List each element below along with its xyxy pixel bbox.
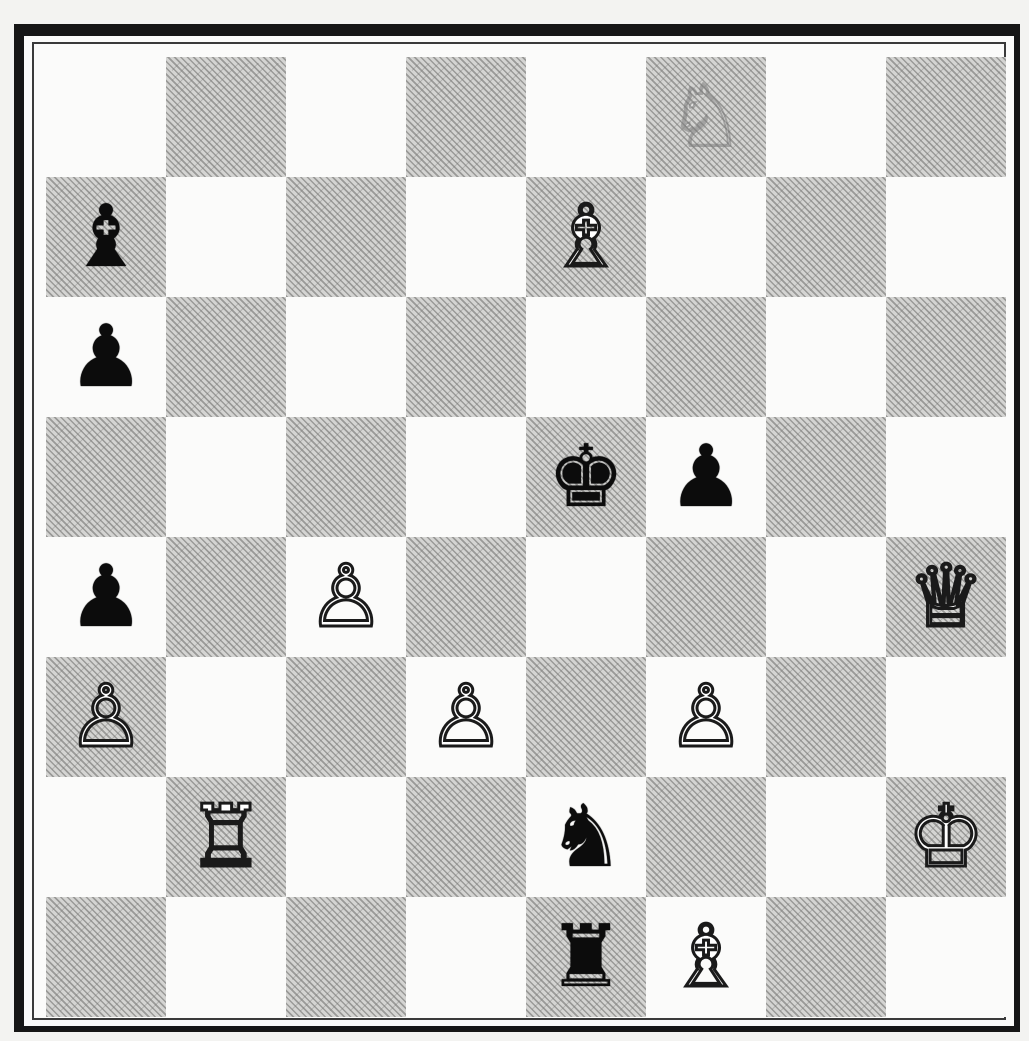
square-f3[interactable]: ♙ xyxy=(646,657,766,777)
square-a3[interactable]: ♙ xyxy=(46,657,166,777)
square-a5[interactable] xyxy=(46,417,166,537)
square-e7[interactable]: ♗ xyxy=(526,177,646,297)
square-d4[interactable] xyxy=(406,537,526,657)
square-c4[interactable]: ♙ xyxy=(286,537,406,657)
square-c8[interactable] xyxy=(286,57,406,177)
white-pawn-icon[interactable]: ♙ xyxy=(427,674,504,760)
square-c7[interactable] xyxy=(286,177,406,297)
square-h7[interactable] xyxy=(886,177,1006,297)
black-knight-icon[interactable]: ♞ xyxy=(547,794,624,880)
square-a7[interactable]: ♝ xyxy=(46,177,166,297)
chess-board: ♘ ♝ ♗ ♟ ♚ ♟ ♟ ♙ ♕ ♙ ♙ ♙ ♖ ♞ ♔ ♜ ♗ xyxy=(46,57,1006,1017)
square-g7[interactable] xyxy=(766,177,886,297)
square-b6[interactable] xyxy=(166,297,286,417)
square-g8[interactable] xyxy=(766,57,886,177)
square-f4[interactable] xyxy=(646,537,766,657)
black-bishop-icon[interactable]: ♝ xyxy=(67,194,144,280)
square-h8[interactable] xyxy=(886,57,1006,177)
white-bishop-icon[interactable]: ♗ xyxy=(547,194,624,280)
square-c2[interactable] xyxy=(286,777,406,897)
white-knight-icon[interactable]: ♘ xyxy=(667,74,744,160)
square-e8[interactable] xyxy=(526,57,646,177)
square-d6[interactable] xyxy=(406,297,526,417)
square-b8[interactable] xyxy=(166,57,286,177)
square-d2[interactable] xyxy=(406,777,526,897)
square-a2[interactable] xyxy=(46,777,166,897)
square-g5[interactable] xyxy=(766,417,886,537)
square-b7[interactable] xyxy=(166,177,286,297)
white-king-icon[interactable]: ♔ xyxy=(907,794,984,880)
square-b3[interactable] xyxy=(166,657,286,777)
square-a4[interactable]: ♟ xyxy=(46,537,166,657)
black-pawn-icon[interactable]: ♟ xyxy=(67,554,144,640)
square-e4[interactable] xyxy=(526,537,646,657)
white-pawn-icon[interactable]: ♙ xyxy=(307,554,384,640)
square-b2[interactable]: ♖ xyxy=(166,777,286,897)
square-a6[interactable]: ♟ xyxy=(46,297,166,417)
white-bishop-icon[interactable]: ♗ xyxy=(667,914,744,1000)
square-d8[interactable] xyxy=(406,57,526,177)
square-b4[interactable] xyxy=(166,537,286,657)
black-pawn-icon[interactable]: ♟ xyxy=(67,314,144,400)
square-e3[interactable] xyxy=(526,657,646,777)
square-a8[interactable] xyxy=(46,57,166,177)
white-pawn-icon[interactable]: ♙ xyxy=(67,674,144,760)
black-king-icon[interactable]: ♚ xyxy=(547,434,624,520)
square-c1[interactable] xyxy=(286,897,406,1017)
square-h3[interactable] xyxy=(886,657,1006,777)
square-h1[interactable] xyxy=(886,897,1006,1017)
white-pawn-icon[interactable]: ♙ xyxy=(667,674,744,760)
white-rook-icon[interactable]: ♖ xyxy=(187,794,264,880)
square-d5[interactable] xyxy=(406,417,526,537)
square-f5[interactable]: ♟ xyxy=(646,417,766,537)
square-b5[interactable] xyxy=(166,417,286,537)
square-a1[interactable] xyxy=(46,897,166,1017)
square-h2[interactable]: ♔ xyxy=(886,777,1006,897)
square-f1[interactable]: ♗ xyxy=(646,897,766,1017)
square-h6[interactable] xyxy=(886,297,1006,417)
square-h5[interactable] xyxy=(886,417,1006,537)
square-c3[interactable] xyxy=(286,657,406,777)
square-g6[interactable] xyxy=(766,297,886,417)
square-e1[interactable]: ♜ xyxy=(526,897,646,1017)
black-pawn-icon[interactable]: ♟ xyxy=(667,434,744,520)
black-rook-icon[interactable]: ♜ xyxy=(547,914,624,1000)
square-g1[interactable] xyxy=(766,897,886,1017)
square-d3[interactable]: ♙ xyxy=(406,657,526,777)
square-e6[interactable] xyxy=(526,297,646,417)
square-c6[interactable] xyxy=(286,297,406,417)
square-h4[interactable]: ♕ xyxy=(886,537,1006,657)
square-g2[interactable] xyxy=(766,777,886,897)
square-e5[interactable]: ♚ xyxy=(526,417,646,537)
square-f6[interactable] xyxy=(646,297,766,417)
square-f2[interactable] xyxy=(646,777,766,897)
square-b1[interactable] xyxy=(166,897,286,1017)
square-c5[interactable] xyxy=(286,417,406,537)
square-f7[interactable] xyxy=(646,177,766,297)
square-f8[interactable]: ♘ xyxy=(646,57,766,177)
square-d1[interactable] xyxy=(406,897,526,1017)
square-g3[interactable] xyxy=(766,657,886,777)
square-d7[interactable] xyxy=(406,177,526,297)
square-g4[interactable] xyxy=(766,537,886,657)
square-e2[interactable]: ♞ xyxy=(526,777,646,897)
white-queen-icon[interactable]: ♕ xyxy=(907,554,984,640)
